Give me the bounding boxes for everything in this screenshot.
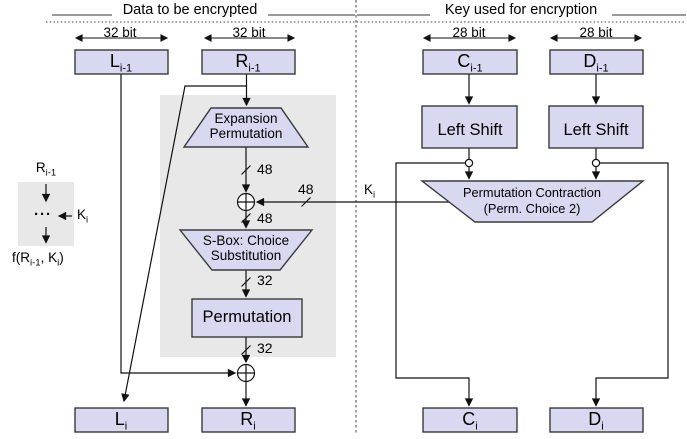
branch-node-d-icon	[591, 158, 601, 168]
wire-label-sbox-out: 32	[257, 272, 273, 288]
legend-key-label: Ki	[77, 207, 89, 226]
register-c-next-box	[422, 407, 518, 433]
register-r-prev-base: R	[235, 51, 249, 71]
register-d-next-base: D	[588, 409, 602, 429]
legend-key-base: K	[77, 207, 87, 222]
sbox-line1: S-Box: Choice	[202, 233, 290, 248]
branch-node-c-icon	[464, 158, 474, 168]
legend-input-label: Ri-1	[35, 160, 57, 179]
register-l-prev-base: L	[109, 51, 120, 71]
left-shift-c-label: Left Shift	[437, 121, 503, 139]
legend-output-p2: i-1	[30, 257, 41, 269]
slash-sbox-out	[241, 277, 251, 287]
width-label-r: 32 bit	[232, 25, 266, 40]
register-l-next-label: Li	[114, 409, 128, 433]
subkey-name-label: Ki	[364, 182, 376, 201]
register-c-prev-sub: i-1	[470, 62, 483, 75]
pc2-label: Permutation Contraction(Perm. Choice 2)	[463, 185, 601, 217]
register-d-next-box	[549, 407, 644, 433]
wire-label-perm-out: 32	[257, 340, 273, 356]
legend-input-base: R	[35, 160, 46, 175]
register-c-next-base: C	[462, 409, 476, 429]
expansion-permutation-trapezoid	[182, 107, 310, 148]
pc2-trapezoid	[419, 180, 645, 223]
register-r-next-base: R	[240, 409, 254, 429]
register-d-prev-box	[549, 49, 644, 75]
pc2-line1: Permutation Contraction	[463, 185, 601, 200]
expansion-line1: Expansion	[214, 111, 278, 126]
wire-l-prev-to-xor2	[120, 74, 237, 378]
legend-output-p1: f(R	[12, 250, 30, 265]
register-c-prev-label: Ci-1	[457, 51, 483, 75]
left-shift-c-box	[421, 105, 518, 149]
register-c-next-sub: i	[475, 420, 478, 433]
width-label-d: 28 bit	[579, 25, 613, 40]
wire-loop-to-d-next	[591, 162, 669, 407]
slash-subkey	[301, 197, 311, 207]
expansion-line2: Permutation	[209, 126, 283, 141]
register-d-prev-base: D	[583, 51, 597, 71]
register-c-prev-base: C	[457, 51, 471, 71]
slash-expansion-out	[241, 165, 251, 175]
legend-output-p4: i	[57, 257, 60, 269]
register-r-next-box	[201, 407, 296, 433]
legend-key-sub: i	[86, 214, 89, 226]
legend-output-label: f(Ri-1, Ki)	[12, 250, 64, 269]
legend-input-sub: i-1	[45, 167, 57, 179]
width-label-l: 32 bit	[103, 25, 137, 40]
header-key: Key used for encryption	[444, 2, 598, 18]
register-l-next-sub: i	[124, 420, 128, 433]
slash-xor-out	[241, 213, 251, 223]
legend-output-p3: , K	[40, 250, 58, 265]
register-r-prev-label: Ri-1	[235, 51, 261, 75]
register-r-next-label: Ri	[240, 409, 256, 433]
register-c-prev-box	[422, 49, 518, 75]
register-l-prev-label: Li-1	[109, 51, 133, 75]
register-r-prev-box	[201, 49, 296, 75]
sbox-trapezoid	[178, 229, 314, 271]
width-label-c: 28 bit	[452, 25, 486, 40]
wire-label-xor-out: 48	[257, 210, 273, 226]
sbox-line2: Substitution	[210, 248, 282, 263]
register-c-next-label: Ci	[462, 409, 478, 433]
wire-loop-to-c-next	[395, 162, 474, 407]
left-shift-d-box	[548, 105, 644, 149]
wire-label-subkey-width: 48	[298, 181, 314, 197]
register-r-next-sub: i	[253, 420, 256, 433]
permutation-label: Permutation	[202, 308, 292, 326]
register-d-next-label: Di	[588, 409, 604, 433]
register-l-prev-sub: i-1	[119, 62, 133, 75]
wire-label-expansion-out: 48	[257, 161, 273, 177]
legend-output-p5: )	[59, 250, 64, 265]
permutation-box	[191, 298, 303, 338]
wire-r-prev-to-l-next	[121, 85, 247, 403]
register-l-next-base: L	[114, 409, 125, 429]
register-d-prev-sub: i-1	[596, 62, 609, 75]
register-d-prev-label: Di-1	[583, 51, 609, 75]
register-l-next-box	[74, 407, 169, 433]
left-shift-d-label: Left Shift	[563, 121, 629, 139]
header-data: Data to be encrypted	[122, 2, 258, 18]
pc2-line2: (Perm. Choice 2)	[483, 201, 581, 216]
register-l-prev-box	[74, 49, 169, 75]
subkey-base: K	[364, 182, 374, 197]
register-r-prev-sub: i-1	[248, 62, 261, 75]
register-d-next-sub: i	[601, 420, 604, 433]
subkey-sub: i	[373, 189, 376, 201]
legend-dots: ···	[34, 206, 52, 223]
slash-perm-out	[241, 345, 251, 355]
